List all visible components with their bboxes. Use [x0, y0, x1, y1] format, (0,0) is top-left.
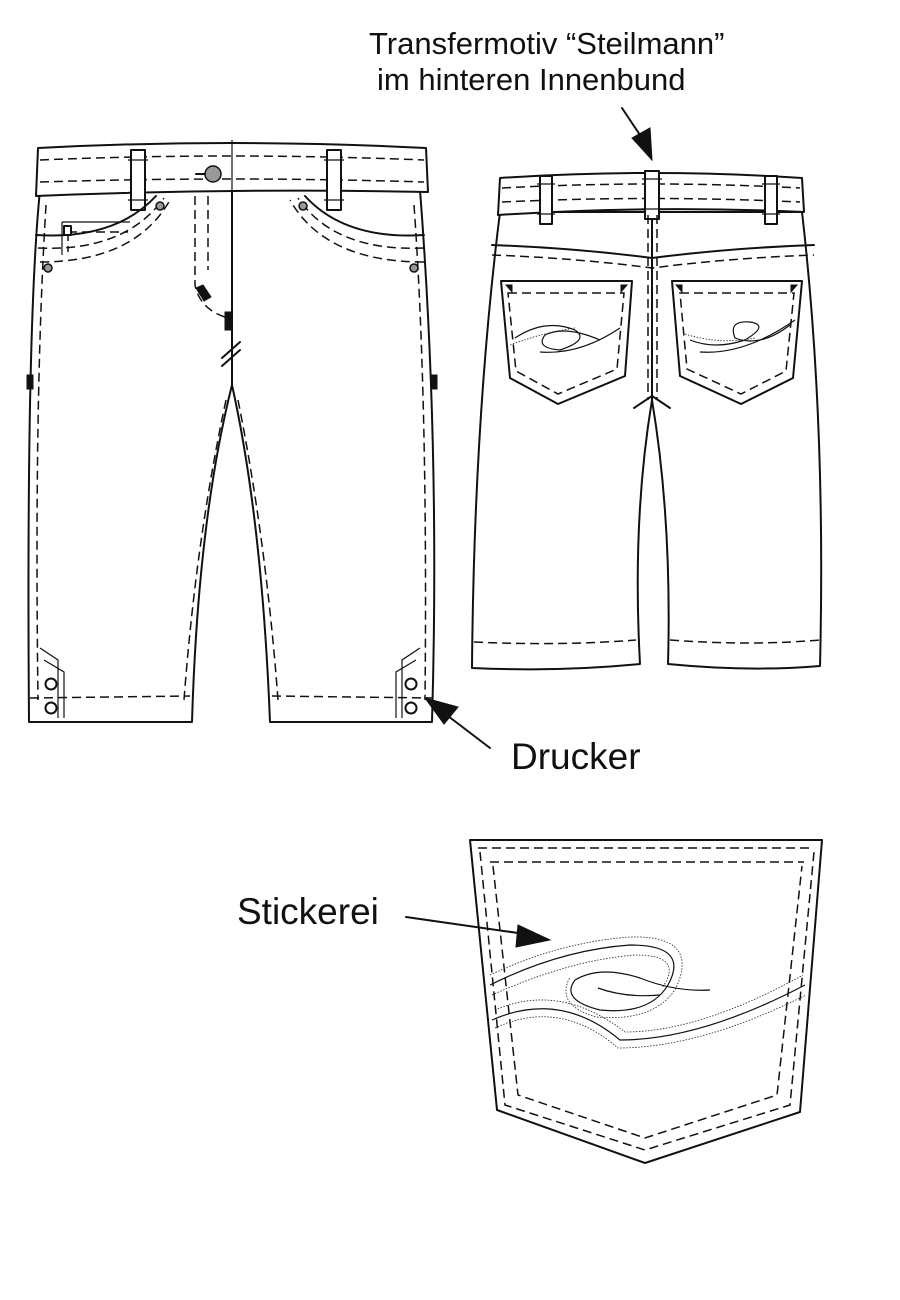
pocket-detail-outline	[469, 839, 823, 1164]
stickerei-label: Stickerei	[237, 891, 379, 932]
arrow-icon	[423, 697, 491, 749]
coin-pocket	[61, 221, 130, 255]
front-pocket-right	[304, 195, 425, 237]
back-yoke	[491, 244, 815, 259]
front-button	[204, 165, 222, 183]
embroidery-swirl	[489, 936, 807, 1049]
arrow-icon	[621, 107, 653, 162]
back-pocket-left	[500, 280, 633, 405]
front-belt-loops	[128, 149, 344, 211]
arrow-icon	[405, 916, 552, 948]
transfer-motif-label-line1: Transfermotiv “Steilmann”	[369, 26, 725, 61]
front-pocket-left	[35, 195, 157, 237]
fly-stitching	[194, 196, 229, 319]
back-view	[471, 170, 823, 671]
front-left-leg	[27, 189, 233, 723]
transfer-motif-label-line2: im hinteren Innenbund	[377, 62, 686, 97]
pocket-detail	[469, 839, 823, 1164]
back-belt-loops	[537, 170, 780, 225]
back-pocket-right	[671, 280, 803, 405]
front-view	[26, 140, 438, 723]
hem-tab-right	[395, 647, 421, 718]
drucker-label: Drucker	[511, 736, 641, 777]
hem-tab-left	[39, 647, 65, 718]
front-right-leg	[231, 189, 436, 723]
